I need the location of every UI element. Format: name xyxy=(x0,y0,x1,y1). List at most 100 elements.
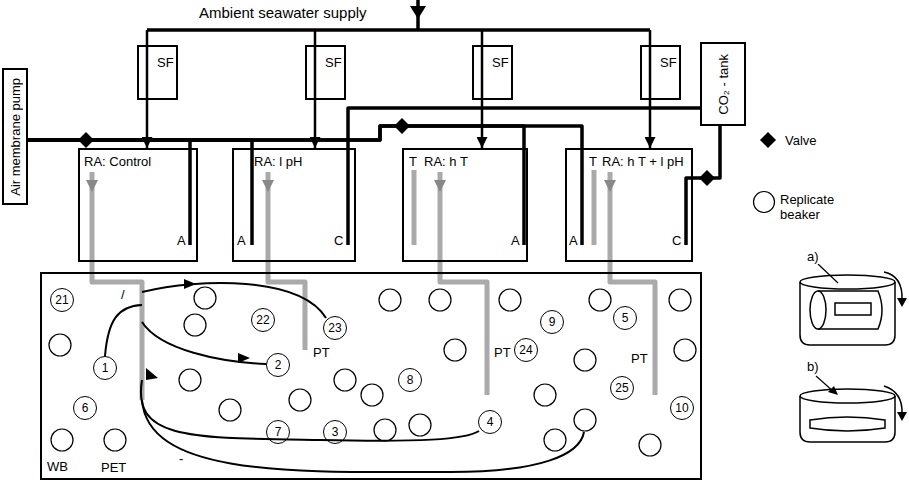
beaker-circle xyxy=(574,409,596,431)
label-box: A xyxy=(568,231,579,249)
flow-arrow xyxy=(146,368,158,380)
node-text: WB xyxy=(47,459,68,474)
beaker-circle: 25 xyxy=(610,376,634,400)
label-box: PT xyxy=(312,343,331,361)
node-text: SF xyxy=(492,55,509,70)
valve-symbol xyxy=(760,132,776,148)
beaker-circle xyxy=(544,429,566,451)
beaker-circle xyxy=(179,369,201,391)
node-text: RA: Control xyxy=(84,154,151,169)
callout-number: 4 xyxy=(487,415,494,430)
leader-line xyxy=(818,264,838,283)
filter-box: SF xyxy=(640,45,681,100)
flow-arrow xyxy=(184,279,196,289)
air-pipe xyxy=(250,148,254,245)
roller xyxy=(818,291,882,329)
supply-arrow xyxy=(410,6,426,19)
callout-number: 24 xyxy=(519,343,532,358)
beaker-circle xyxy=(219,399,241,421)
label-box: b) xyxy=(806,357,820,375)
beaker-circle xyxy=(429,289,451,311)
beaker-circle: 9 xyxy=(540,310,564,334)
label-box: T xyxy=(588,152,598,170)
beaker-circle xyxy=(444,339,466,361)
label-text: T xyxy=(588,154,598,169)
air-pipe xyxy=(580,148,584,245)
label-text: a) xyxy=(806,249,820,264)
beaker-circle xyxy=(361,384,383,406)
beaker-circle: 23 xyxy=(323,316,347,340)
beaker-rim xyxy=(800,275,895,289)
beaker-circle xyxy=(754,192,775,213)
flow-arrow xyxy=(238,353,250,363)
callout-number: 1 xyxy=(102,361,109,376)
label-text: A xyxy=(568,233,579,248)
pump-box: Air membrane pump xyxy=(2,68,28,205)
drain-pipe xyxy=(610,172,655,395)
supply-pipe xyxy=(649,30,652,100)
filter-box: SF xyxy=(472,45,513,100)
callout-number: 6 xyxy=(82,401,89,416)
label-text: Ambient seawater supply xyxy=(198,4,368,21)
beaker-circle: 6 xyxy=(73,396,97,420)
node-text: RA: h T + l pH xyxy=(602,154,684,169)
beaker-circle xyxy=(589,289,611,311)
drain-pipe xyxy=(440,172,487,395)
drain-arrow xyxy=(262,180,274,192)
label-text: A xyxy=(236,233,247,248)
callout-number: 22 xyxy=(256,313,269,328)
supply-pipe xyxy=(481,30,484,100)
supply-pipe xyxy=(314,30,317,100)
label-text: T xyxy=(408,154,418,169)
beaker-circle: 1 xyxy=(93,356,117,380)
beaker-circle: 8 xyxy=(398,368,422,392)
beaker-circle xyxy=(104,429,126,451)
pet-tube xyxy=(141,380,479,441)
drain-arrow xyxy=(604,180,616,192)
legend-text: Replicate beaker xyxy=(780,192,850,222)
label-text: C xyxy=(671,233,682,248)
beaker-circle xyxy=(669,289,691,311)
beaker-circle xyxy=(194,287,216,309)
callout-number: 8 xyxy=(407,373,414,388)
label-box: Ambient seawater supply xyxy=(198,4,368,22)
filter-box: SF xyxy=(137,45,178,100)
pipe-line xyxy=(693,126,720,178)
beaker-circle xyxy=(51,429,73,451)
label-box: A xyxy=(510,231,521,249)
label-text: b) xyxy=(806,359,820,374)
label-text: / xyxy=(120,287,126,302)
label-box: A xyxy=(176,231,187,249)
label-box: PT xyxy=(493,343,512,361)
beaker-circle: 4 xyxy=(478,410,502,434)
label-text: PT xyxy=(493,345,512,360)
rotation-arrow xyxy=(884,272,902,300)
heater-rod xyxy=(412,170,417,245)
pet-tube xyxy=(142,322,266,364)
pet-tube xyxy=(142,283,326,318)
rotation-arrowhead xyxy=(897,412,907,421)
pipe-line xyxy=(28,126,524,148)
legend-text: Valve xyxy=(785,133,817,148)
node-text: SF xyxy=(660,55,677,70)
callout-number: 21 xyxy=(55,293,68,308)
pet-tube xyxy=(105,305,142,356)
node-text: RA: h T xyxy=(424,154,468,169)
air-pipe xyxy=(188,148,192,245)
label-text: A xyxy=(176,233,187,248)
node-text: SF xyxy=(157,55,174,70)
filter-box: SF xyxy=(305,45,346,100)
callout-number: 5 xyxy=(622,311,629,326)
callout-number: 25 xyxy=(615,381,628,396)
label-text: A xyxy=(510,233,521,248)
callout-number: 9 xyxy=(549,315,556,330)
drain-arrow xyxy=(86,180,98,192)
beaker-circle xyxy=(574,349,596,371)
beaker-circle xyxy=(49,334,71,356)
legend-swatch xyxy=(757,131,781,155)
co2-pipe xyxy=(346,148,350,245)
drain-arrow xyxy=(434,180,446,192)
node-text: Air membrane pump xyxy=(8,78,23,196)
beaker-circle: 10 xyxy=(670,396,694,420)
